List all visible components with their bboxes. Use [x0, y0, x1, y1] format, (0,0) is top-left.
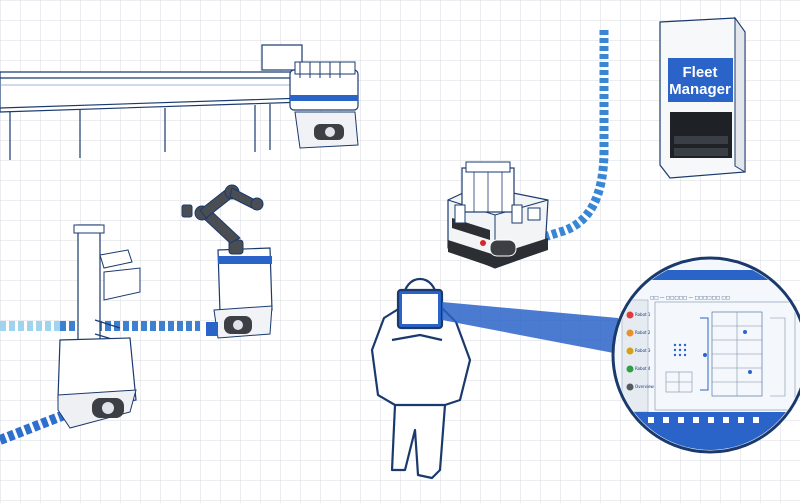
tablet-sidebar-item-5[interactable]: Overview [635, 384, 655, 389]
tablet-sidebar-item-1[interactable]: Robot 1 [635, 312, 651, 317]
toolbar-tasks-icon[interactable] [693, 417, 699, 423]
sidebar-dot-red[interactable] [626, 311, 634, 319]
path-fleet-to-amr [533, 30, 609, 245]
zoom-connector [442, 302, 624, 355]
sidebar-dot-green[interactable] [626, 365, 634, 373]
path-bottom-left [0, 400, 92, 445]
sidebar-dot-amber[interactable] [626, 347, 634, 355]
tablet-map[interactable] [654, 301, 796, 411]
tablet-sidebar-item-2[interactable]: Robot 2 [635, 330, 651, 335]
toolbar-config-icon[interactable] [723, 417, 729, 423]
lift-mast-robot [57, 224, 141, 429]
cobot-mobile-robot [181, 184, 273, 339]
tablet-sidebar-item-4[interactable]: Robot 4 [635, 366, 651, 371]
toolbar-stats-icon[interactable] [738, 417, 744, 423]
amr-tote-robot [447, 161, 549, 269]
sidebar-dot-orange[interactable] [626, 329, 634, 337]
fleet-manager-server: Fleet Manager [659, 16, 746, 179]
conveyor-amr [289, 61, 359, 149]
fleet-manager-label-line2: Manager [669, 81, 731, 98]
tablet-sidebar-item-3[interactable]: Robot 3 [635, 348, 651, 353]
tablet-title: □□ — □□□□□ — □□□□□□ □□ [650, 296, 730, 301]
sidebar-dot-grey[interactable] [626, 383, 634, 391]
tablet-toolbar [648, 417, 759, 423]
tablet-map-markers [673, 330, 752, 374]
toolbar-alarms-icon[interactable] [708, 417, 714, 423]
toolbar-jobs-icon[interactable] [663, 417, 669, 423]
tablet-sidebar: Robot 1 Robot 2 Robot 3 Robot 4 Overview [626, 311, 655, 391]
magnified-tablet: □□ — □□□□□ — □□□□□□ □□ Robot 1 Robot 2 R… [611, 256, 800, 454]
fleet-manager-label-line1: Fleet [682, 64, 717, 81]
toolbar-map-icon[interactable] [648, 417, 654, 423]
toolbar-help-icon[interactable] [753, 417, 759, 423]
toolbar-robots-icon[interactable] [678, 417, 684, 423]
